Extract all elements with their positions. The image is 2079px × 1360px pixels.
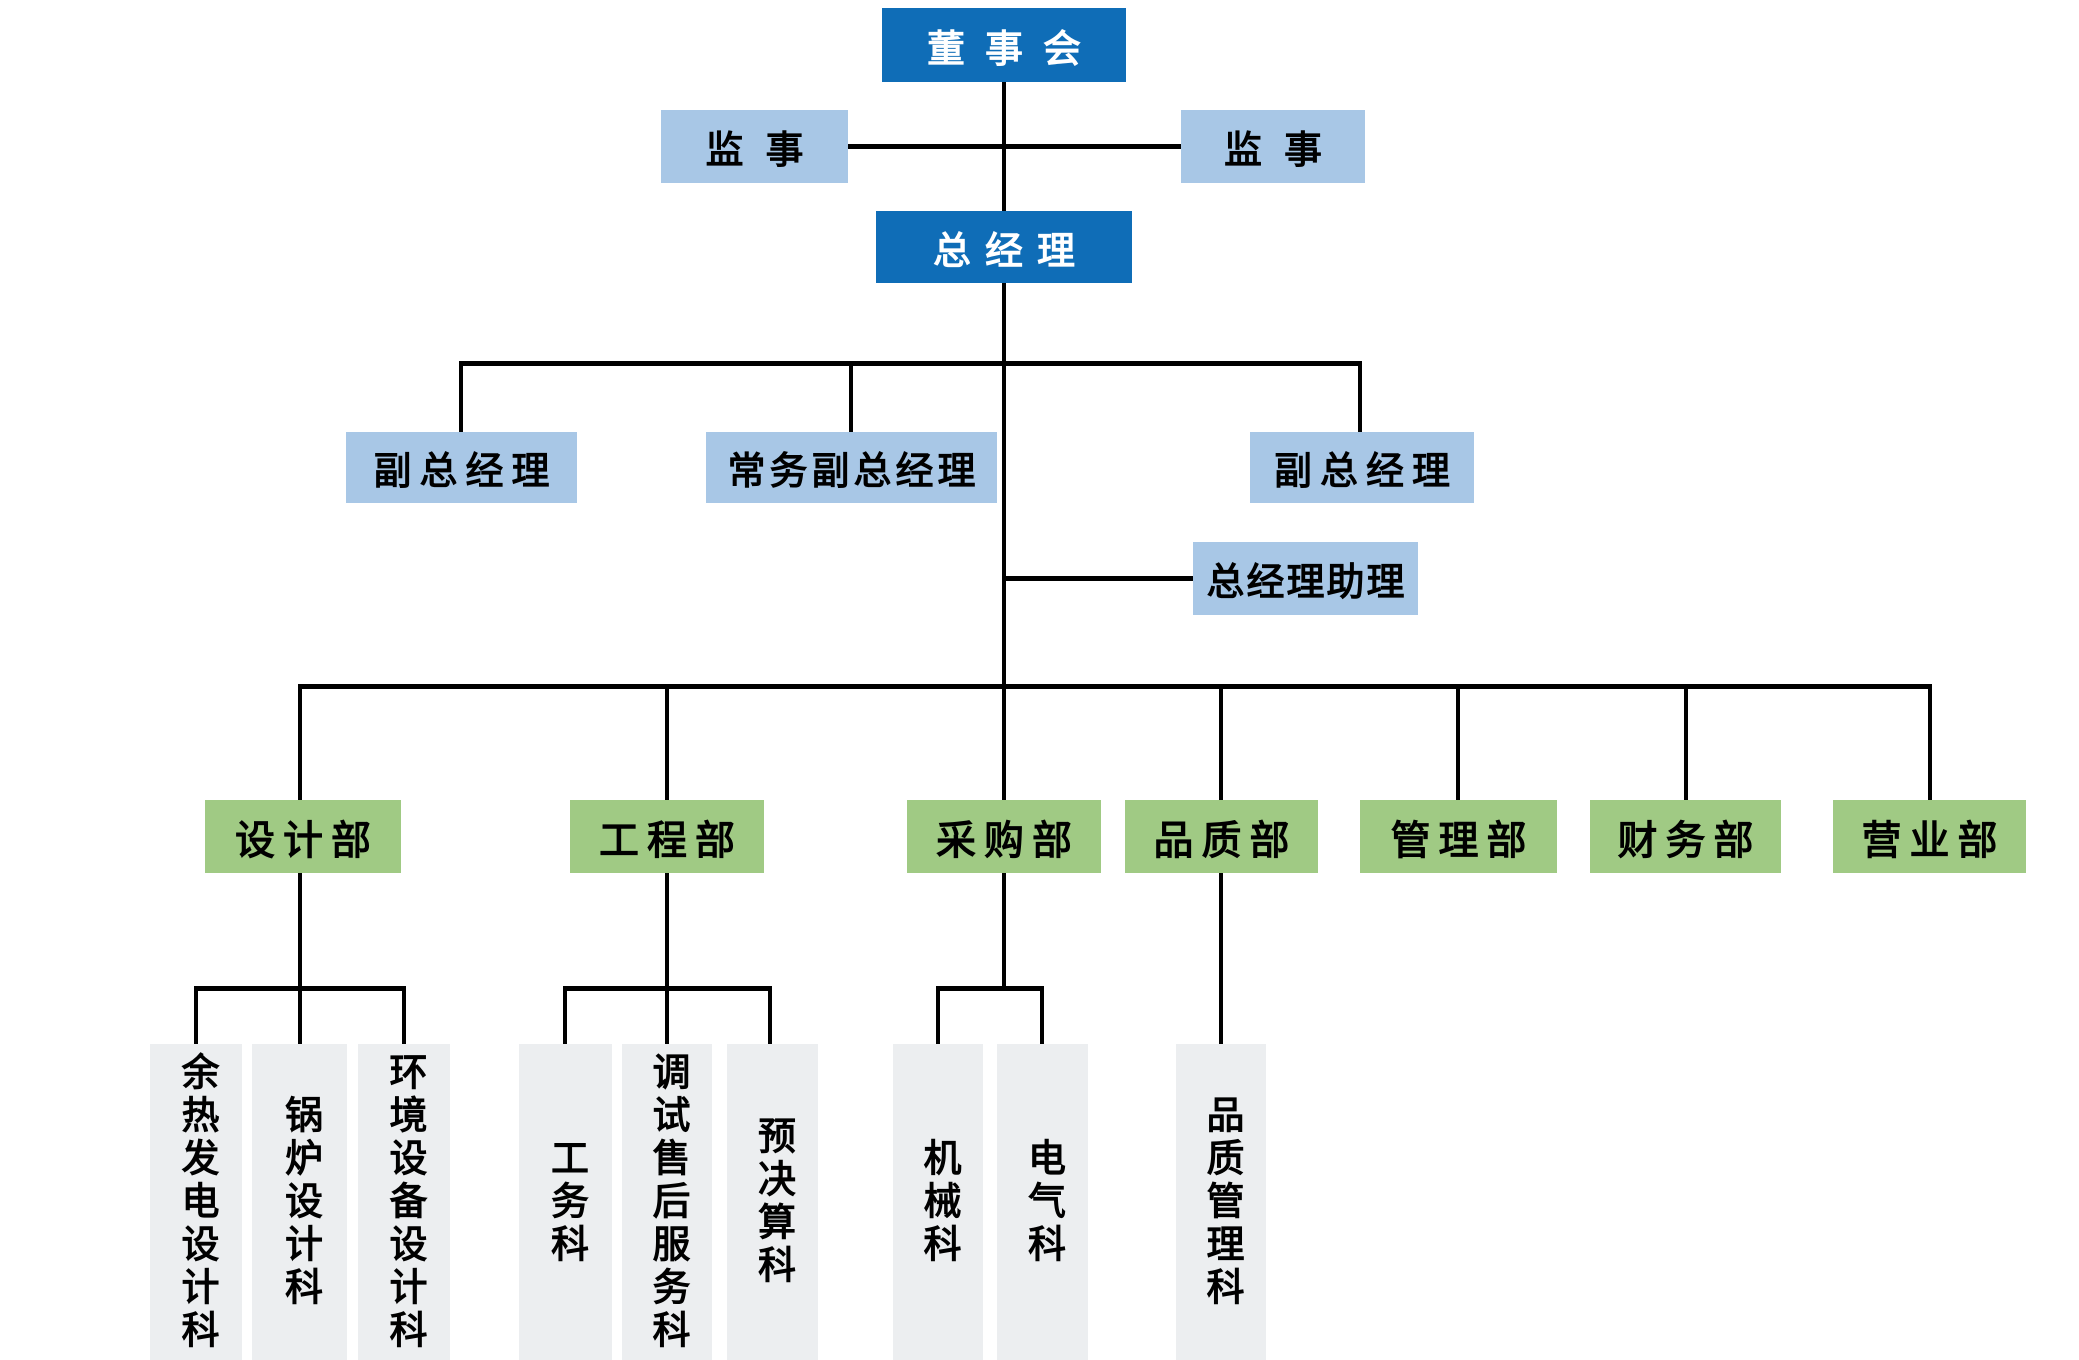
section-label: 预决算科 [751,1116,794,1288]
section-label: 品质管理科 [1200,1094,1242,1310]
connector-design-branch [194,986,406,991]
connector-deputy-left-drop [459,364,463,432]
node-executive-deputy-gm: 常务副总经理 [706,432,997,503]
connector-design-sec3-drop [402,989,406,1044]
node-dept-quality: 品质部 [1125,800,1318,873]
connector-dept-design-drop [298,686,302,800]
connector-engineering-stem [665,873,669,991]
node-section-mechanical: 机械科 [893,1044,983,1360]
connector-engineering-sec2-drop [665,989,669,1044]
connector-procurement-sec2-drop [1040,989,1044,1044]
connector-design-stem [298,873,302,991]
node-section-budget: 预决算科 [727,1044,818,1360]
node-section-quality-management: 品质管理科 [1176,1044,1266,1360]
node-dept-admin: 管理部 [1360,800,1557,873]
node-deputy-gm-right: 副总经理 [1250,432,1474,503]
connector-gm-assistant [1004,576,1193,581]
connector-procurement-sec1-drop [936,989,940,1044]
section-label: 工务科 [544,1137,587,1267]
connector-procurement-branch [936,986,1044,991]
node-dept-finance: 财务部 [1590,800,1781,873]
connector-dept-sales-drop [1928,686,1932,800]
connector-deputies-branch [459,361,1362,366]
connector-trunk-mid [1002,283,1006,686]
section-label: 环境设备设计科 [383,1051,425,1353]
connector-departments-branch [298,684,1932,689]
connector-engineering-sec1-drop [563,989,567,1044]
node-dept-engineering: 工程部 [570,800,764,873]
node-section-env-equipment-design: 环境设备设计科 [358,1044,450,1360]
connector-deputy-right-drop [1358,364,1362,432]
connector-design-sec1-drop [194,989,198,1044]
section-label: 锅炉设计科 [278,1094,321,1310]
node-section-electrical: 电气科 [997,1044,1088,1360]
section-label: 调试售后服务科 [646,1051,688,1353]
section-label: 余热发电设计科 [175,1051,217,1353]
connector-design-sec2-drop [298,989,302,1044]
connector-dept-procurement-drop [1002,686,1006,800]
node-dept-procurement: 采购部 [907,800,1101,873]
node-supervisor-left: 监事 [661,110,848,183]
node-board: 董事会 [882,8,1126,82]
node-supervisor-right: 监事 [1181,110,1365,183]
connector-quality-section-drop [1219,873,1223,1044]
node-section-works: 工务科 [519,1044,612,1360]
connector-dept-finance-drop [1684,686,1688,800]
connector-engineering-branch [563,986,772,991]
connector-dept-admin-drop [1456,686,1460,800]
section-label: 电气科 [1021,1137,1064,1267]
node-deputy-gm-left: 副总经理 [346,432,577,503]
connector-dept-engineering-drop [665,686,669,800]
node-dept-design: 设计部 [205,800,401,873]
node-section-commissioning-after-sales: 调试售后服务科 [622,1044,712,1360]
node-section-waste-heat-power-design: 余热发电设计科 [150,1044,242,1360]
connector-supervisors [848,144,1181,149]
node-dept-sales: 营业部 [1833,800,2026,873]
node-general-manager: 总经理 [876,211,1132,283]
connector-engineering-sec3-drop [768,989,772,1044]
connector-deputy-mid-drop [849,364,853,432]
node-section-boiler-design: 锅炉设计科 [252,1044,347,1360]
connector-dept-quality-drop [1219,686,1223,800]
section-label: 机械科 [917,1137,959,1267]
connector-procurement-stem [1002,873,1006,991]
node-gm-assistant: 总经理助理 [1193,542,1418,615]
